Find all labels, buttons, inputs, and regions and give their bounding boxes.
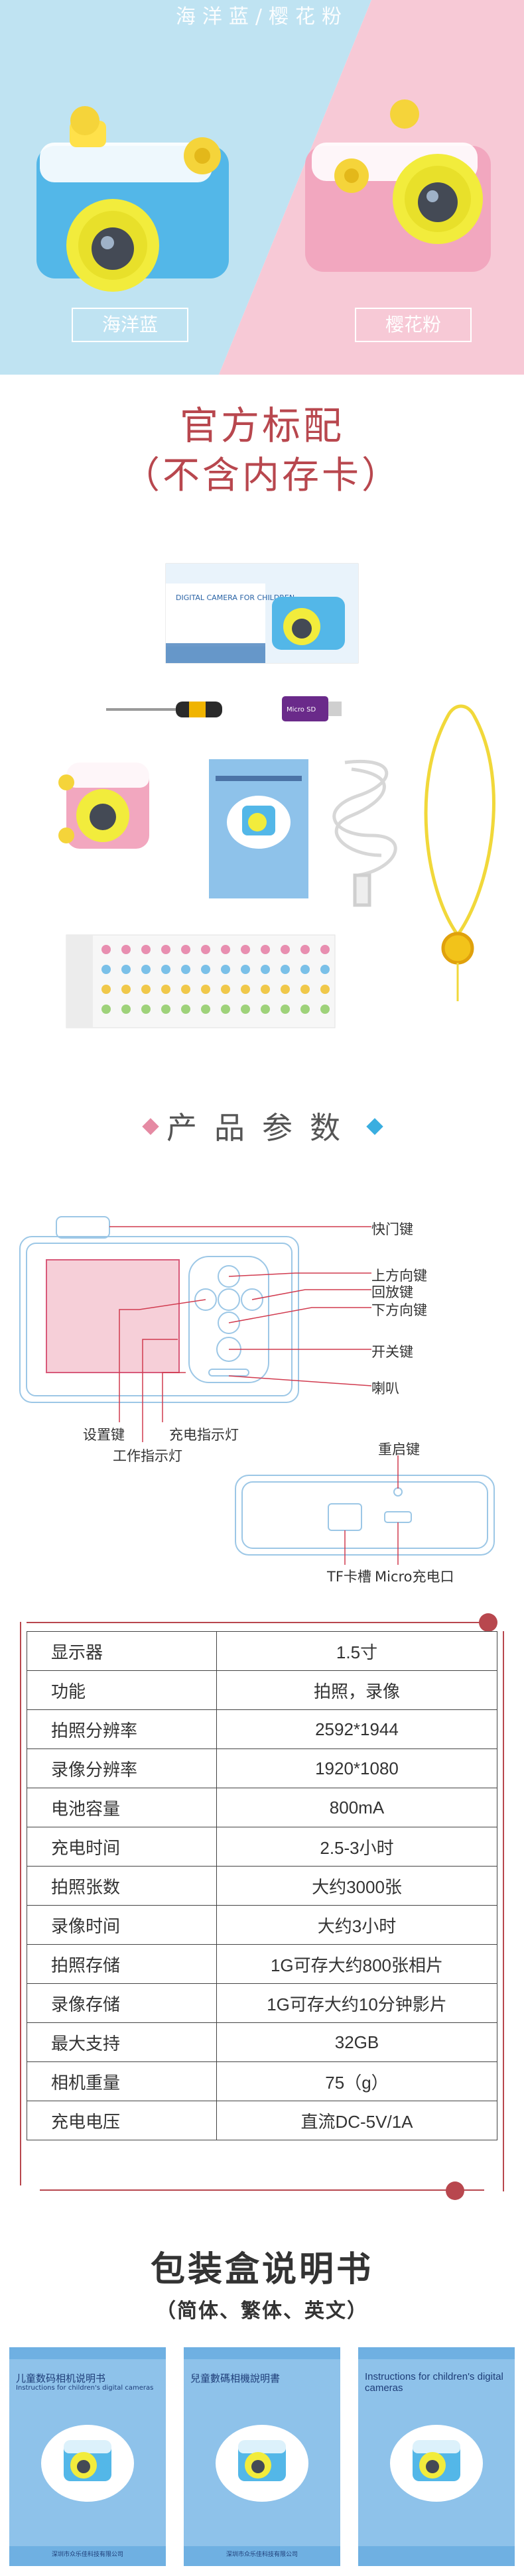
callout-work-led: 工作指示灯 (113, 1448, 182, 1464)
spec-value: 直流DC-5V/1A (216, 2101, 497, 2140)
callout-micro-port: Micro充电口 (375, 1569, 454, 1585)
specs-title: 产品参数 (166, 1110, 358, 1146)
lanyard-image (424, 704, 495, 1001)
package-contents: DIGITAL CAMERA FOR CHILDREN Micro SD (58, 563, 495, 1028)
callout-charge-led: 充电指示灯 (169, 1427, 239, 1443)
variant-blue-label[interactable]: 海洋蓝 (72, 308, 188, 342)
spec-key: 最大支持 (27, 2022, 217, 2062)
spec-key: 拍照存储 (27, 1944, 217, 1984)
manual-2-title: 兒童數碼相機說明書 (190, 2373, 281, 2384)
spec-value: 1920*1080 (216, 1748, 497, 1788)
variant-pink-label[interactable]: 樱花粉 (355, 308, 472, 342)
spec-key: 电池容量 (27, 1788, 217, 1827)
hero-illustration (0, 0, 524, 375)
spec-key: 相机重量 (27, 2061, 217, 2101)
spec-key: 录像分辨率 (27, 1748, 217, 1788)
manual-1-sub: Instructions for children's digital came… (16, 2384, 154, 2392)
spec-value: 大约3000张 (216, 1866, 497, 1906)
packaging-title: 包装盒说明书 (150, 2250, 373, 2290)
spec-value: 1.5寸 (216, 1631, 497, 1671)
spec-value: 1G可存大约800张相片 (216, 1944, 497, 1984)
callout-reset: 重启键 (378, 1441, 420, 1457)
spec-value: 32GB (216, 2022, 497, 2062)
callout-up: 上方向键 (371, 1268, 427, 1284)
camera-diagram (19, 1216, 495, 1565)
spec-key: 功能 (27, 1670, 217, 1710)
callout-down: 下方向键 (371, 1302, 427, 1318)
spec-key: 录像存储 (27, 1983, 217, 2023)
gift-box-image: DIGITAL CAMERA FOR CHILDREN (165, 563, 359, 664)
hero-title: 海洋蓝/樱花粉 (175, 5, 349, 29)
sticker-sheet-image (66, 934, 336, 1028)
spec-value: 大约3小时 (216, 1905, 497, 1945)
card-reader-label: Micro SD (287, 706, 316, 713)
table-row: 拍照张数大约3000张 (27, 1866, 497, 1906)
manual-simplified: 儿童数码相机说明书 Instructions for children's di… (9, 2347, 166, 2566)
manual-english: Instructions for children's digital came… (358, 2347, 515, 2566)
box-label: DIGITAL CAMERA FOR CHILDREN (176, 593, 295, 602)
table-left-rule (20, 1622, 21, 2185)
spec-value: 1G可存大约10分钟影片 (216, 1983, 497, 2023)
standard-title: 官方标配 (179, 403, 344, 448)
spec-value: 800mA (216, 1788, 497, 1827)
usb-cable-image (332, 760, 397, 907)
table-bottom-rule (40, 2189, 484, 2191)
manual-3-title: Instructions for children's digital came… (365, 2371, 503, 2394)
table-row: 功能拍照，录像 (27, 1670, 497, 1710)
blue-camera-image (36, 106, 229, 292)
screwdriver-image (106, 702, 222, 717)
manual-2-foot: 深圳市众乐佳科技有限公司 (226, 2551, 298, 2558)
hero-banner: 海洋蓝/樱花粉 海洋蓝 樱花粉 (0, 0, 524, 375)
spec-value: 2592*1944 (216, 1709, 497, 1749)
table-top-dot (479, 1613, 497, 1632)
spec-key: 显示器 (27, 1631, 217, 1671)
table-row: 充电电压直流DC-5V/1A (27, 2101, 497, 2140)
spec-key: 充电电压 (27, 2101, 217, 2140)
manual-1-title: 儿童数码相机说明书 (16, 2373, 106, 2384)
packaging-subtitle: （简体、繁体、英文） (156, 2300, 368, 2323)
spec-key: 拍照分辨率 (27, 1709, 217, 1749)
callout-power: 开关键 (371, 1344, 413, 1360)
spec-key: 充电时间 (27, 1827, 217, 1867)
callout-shutter: 快门键 (371, 1221, 413, 1237)
spec-key: 录像时间 (27, 1905, 217, 1945)
callout-tf-slot: TF卡槽 (327, 1569, 371, 1585)
table-top-rule (27, 1622, 484, 1623)
pink-camera-small-image (58, 763, 149, 849)
spec-value: 拍照，录像 (216, 1670, 497, 1710)
callout-playback: 回放键 (371, 1284, 413, 1300)
callout-settings: 设置键 (83, 1427, 125, 1443)
manual-1-foot: 深圳市众乐佳科技有限公司 (51, 2551, 123, 2558)
table-bottom-dot (446, 2181, 464, 2200)
spec-value: 75（g） (216, 2061, 497, 2101)
spec-key: 拍照张数 (27, 1866, 217, 1906)
manual-booklet-image (209, 759, 308, 898)
table-right-rule (503, 1631, 504, 2191)
table-row: 录像时间大约3小时 (27, 1905, 497, 1945)
spec-value: 2.5-3小时 (216, 1827, 497, 1867)
pink-camera-image (305, 99, 491, 272)
callout-speaker: 喇叭 (371, 1380, 399, 1396)
card-reader-image: Micro SD (282, 696, 342, 721)
standard-subtitle: （不含内存卡） (123, 454, 401, 497)
manual-traditional: 兒童數碼相機說明書 深圳市众乐佳科技有限公司 (184, 2347, 340, 2566)
